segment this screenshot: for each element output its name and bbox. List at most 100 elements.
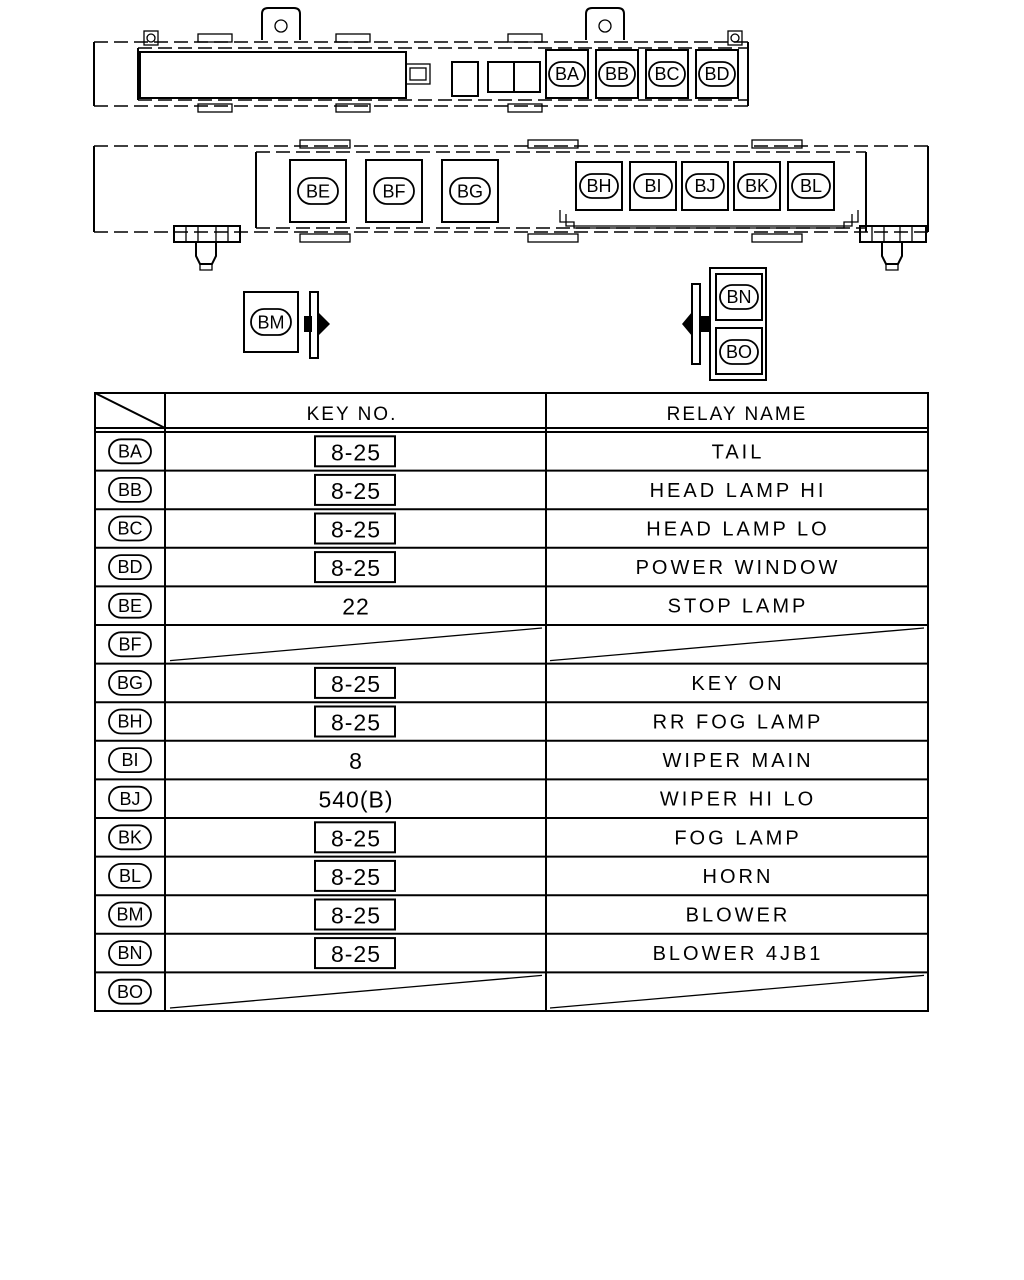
relay-name: RR FOG LAMP	[653, 712, 824, 734]
relay-badge-bk: BK	[737, 173, 777, 199]
key-number: 8-25	[331, 825, 381, 851]
relay-badge-bb: BB	[598, 61, 636, 87]
relay-badge-bo: BO	[719, 339, 759, 365]
relay-badge-bk: BK	[108, 824, 152, 851]
relay-badge-be: BE	[297, 177, 339, 205]
relay-badge-label: BG	[457, 181, 483, 201]
relay-badge-bm: BM	[250, 308, 292, 336]
relay-badge-label: BJ	[119, 789, 140, 809]
key-number: 540(B)	[318, 787, 393, 813]
relay-badge-bi: BI	[108, 747, 152, 773]
side-relay-left	[243, 291, 330, 359]
key-box	[314, 473, 396, 506]
relay-badge-bn: BN	[108, 940, 152, 966]
key-box	[314, 435, 396, 468]
key-number: 8-25	[331, 517, 381, 543]
relay-name: WIPER MAIN	[662, 750, 813, 772]
relay-badge-bf: BF	[108, 631, 152, 658]
empty-key-slash	[169, 974, 543, 1009]
key-box	[314, 937, 396, 970]
relay-badge-label: BB	[118, 480, 142, 500]
relay-badge-ba: BA	[108, 438, 152, 465]
relay-badge-label: BE	[118, 596, 142, 616]
relay-badge-bi: BI	[633, 173, 673, 199]
key-number: 8-25	[331, 941, 381, 967]
middle-relay-block	[93, 139, 929, 271]
key-number: 8-25	[331, 478, 381, 504]
relay-badge-bf: BF	[373, 177, 415, 205]
relay-badge-label: BK	[118, 827, 142, 847]
relay-name: WIPER HI LO	[660, 789, 816, 811]
relay-badge-bh: BH	[108, 708, 152, 735]
key-box	[314, 512, 396, 545]
relay-badge-label: BN	[117, 943, 142, 963]
relay-badge-label: BM	[258, 312, 285, 332]
relay-badge-label: BI	[121, 750, 138, 770]
relay-badge-label: BH	[586, 176, 611, 196]
relay-badge-bb: BB	[108, 476, 152, 503]
table-row: BB 8-25 HEAD LAMP HI	[95, 473, 928, 511]
empty-name-slash	[549, 627, 925, 662]
side-relay-right	[682, 267, 767, 381]
top-relay-block	[93, 7, 749, 113]
table-row: BE 22 STOP LAMP	[95, 592, 928, 626]
key-box	[314, 859, 396, 892]
table-row: BJ 540(B) WIPER HI LO	[95, 785, 928, 819]
relay-badge-bd: BD	[108, 554, 152, 580]
empty-key-slash	[169, 627, 543, 662]
relay-badge-bd: BD	[698, 61, 736, 87]
relay-badge-label: BD	[117, 557, 142, 577]
relay-badge-label: BO	[726, 342, 752, 362]
relay-name: POWER WINDOW	[636, 557, 841, 579]
relay-badge-bg: BG	[108, 670, 152, 696]
relay-badge-bc: BC	[108, 515, 152, 542]
relay-badge-label: BB	[605, 64, 629, 84]
key-number: 8-25	[331, 555, 381, 581]
key-number: 8-25	[331, 671, 381, 697]
relay-name: STOP LAMP	[668, 596, 809, 618]
relay-badge-bm: BM	[108, 901, 152, 928]
relay-name: HORN	[703, 866, 774, 888]
relay-badge-label: BA	[118, 441, 142, 461]
key-number: 22	[342, 594, 370, 620]
relay-badge-label: BF	[382, 181, 405, 201]
relay-name: HEAD LAMP HI	[650, 480, 827, 502]
table-row: BD 8-25 POWER WINDOW	[95, 551, 928, 588]
relay-badge-bj: BJ	[108, 785, 152, 812]
relay-badge-label: BG	[117, 673, 143, 693]
side-relay-labels: BM BN BO	[250, 284, 759, 365]
relay-badge-bn: BN	[719, 284, 759, 310]
table-row: BF	[95, 627, 928, 665]
relay-badge-label: BD	[704, 64, 729, 84]
relay-badge-label: BE	[306, 181, 330, 201]
table-row: BO	[108, 974, 925, 1009]
table-row: BK 8-25 FOG LAMP	[95, 821, 928, 858]
relay-badge-bj: BJ	[685, 173, 725, 199]
header-key-no: KEY NO.	[307, 404, 398, 425]
key-box	[314, 705, 396, 738]
key-number: 8-25	[331, 439, 381, 465]
key-box	[314, 821, 396, 854]
key-box	[314, 898, 396, 931]
relay-badge-label: BL	[800, 176, 822, 196]
middle-relay-labels: BE BF BG BH BI BJ BK BL	[297, 173, 831, 205]
relay-badge-bc: BC	[648, 61, 686, 87]
relay-badge-label: BN	[726, 287, 751, 307]
relay-badge-label: BA	[555, 64, 579, 84]
relay-badge-label: BK	[745, 176, 769, 196]
relay-name: FOG LAMP	[674, 827, 801, 849]
relay-badge-label: BI	[644, 176, 661, 196]
relay-badge-label: BO	[117, 982, 143, 1002]
relay-name: TAIL	[712, 441, 765, 463]
key-box	[314, 666, 396, 699]
header-relay-name: RELAY NAME	[667, 404, 808, 425]
key-number: 8-25	[331, 864, 381, 890]
relay-badge-bl: BL	[791, 173, 831, 199]
